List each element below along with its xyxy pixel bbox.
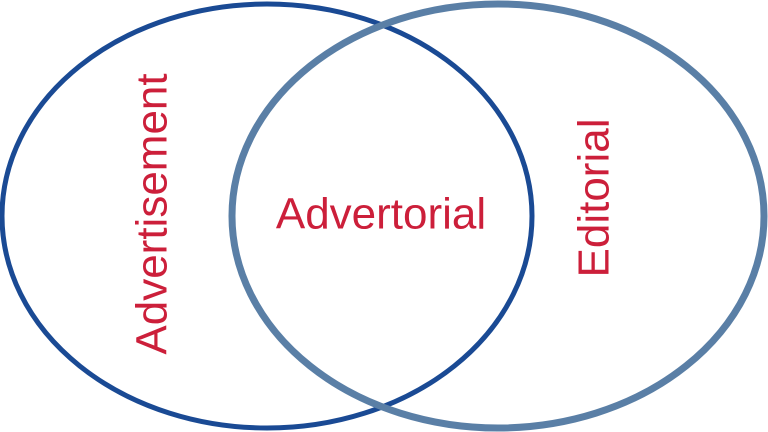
label-editorial: Editorial bbox=[570, 119, 619, 278]
circle-editorial bbox=[228, 0, 768, 432]
label-advertorial: Advertorial bbox=[276, 190, 486, 239]
label-advertisement: Advertisement bbox=[128, 73, 177, 354]
circle-advertisement bbox=[0, 1, 535, 431]
